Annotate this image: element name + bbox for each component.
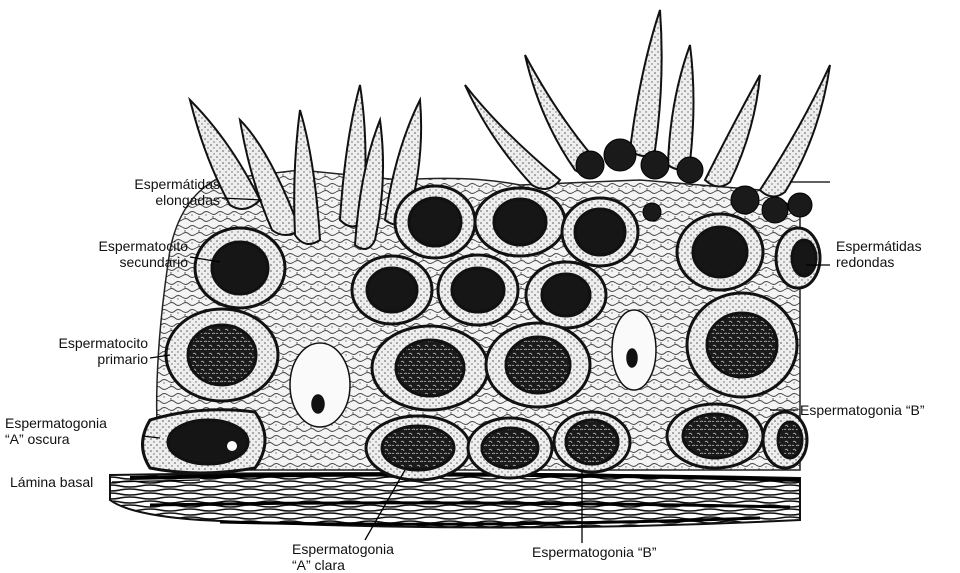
label-espermatogonia-a-oscura: Espermatogonia “A” oscura: [5, 415, 145, 447]
cell: [776, 228, 820, 288]
cell: [195, 228, 285, 308]
label-lamina-basal: Lámina basal: [10, 474, 93, 490]
basal-lamina-band: [110, 473, 800, 527]
cell: [475, 188, 565, 256]
cell: [438, 255, 518, 325]
label-espermatidas-redondas: Espermátidas redondas: [836, 238, 922, 270]
spermatogonia-a-pale: [366, 416, 470, 480]
cell: [526, 262, 606, 328]
spermatogonia-b-right: [763, 412, 807, 468]
cell: [166, 309, 278, 401]
cell: [687, 293, 797, 397]
label-espermatogonia-b-bottom: Espermatogonia “B”: [532, 544, 657, 560]
spermatogonia-b-bottom: [554, 412, 630, 472]
label-espermatidas-elongadas: Espermátidas elongadas: [85, 176, 220, 208]
label-espermatogonia-b-right: Espermatogonia “B”: [800, 402, 925, 418]
cell: [486, 323, 590, 407]
cell: [677, 214, 763, 290]
cell: [352, 256, 432, 324]
sertoli-nucleus: [290, 343, 350, 427]
label-espermatocito-primario: Espermatocito primario: [10, 335, 148, 367]
spermatogonia-cell: [667, 404, 763, 468]
sertoli-nucleus: [612, 310, 656, 390]
spermatogonia-a-dark: [143, 410, 266, 473]
cell: [372, 326, 488, 410]
label-espermatogonia-a-clara: Espermatogonia “A” clara: [292, 541, 394, 573]
spermatogonia-cell: [468, 418, 552, 478]
cell: [562, 198, 638, 266]
cell: [395, 186, 475, 258]
label-espermatocito-secundario: Espermatocito secundario: [55, 238, 188, 270]
